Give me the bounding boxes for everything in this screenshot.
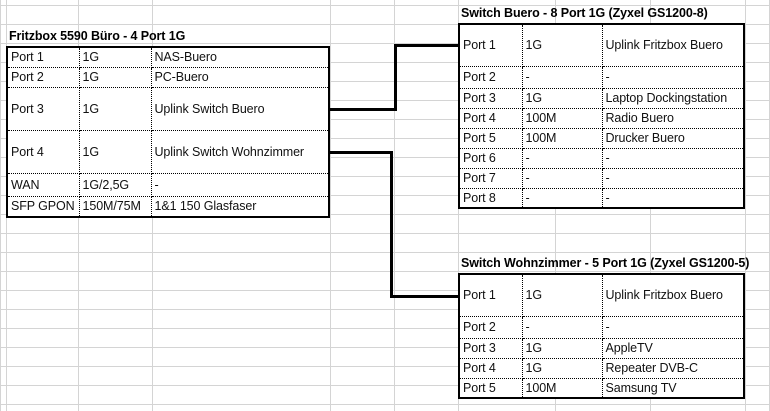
speed-cell: 1G	[79, 47, 152, 68]
block-switch-wohnzimmer-title: Switch Wohnzimmer - 5 Port 1G (Zyxel GS1…	[461, 256, 750, 270]
speed-cell: -	[522, 188, 603, 208]
port-cell: Port 7	[459, 168, 523, 189]
desc-cell: Uplink Fritzbox Buero	[602, 24, 744, 67]
table-row: WAN 1G/2,5G -	[7, 173, 329, 197]
desc-cell: -	[605, 190, 610, 205]
port-cell: Port 3	[459, 88, 523, 109]
speed-cell: -	[522, 316, 603, 339]
desc-cell: Radio Buero	[602, 108, 744, 129]
desc-cell: -	[602, 66, 744, 89]
port-cell: WAN	[7, 173, 80, 197]
port-cell: Port 2	[459, 316, 523, 339]
table-row: Port 2 - -	[459, 66, 744, 89]
block-switch-buero-title: Switch Buero - 8 Port 1G (Zyxel GS1200-8…	[461, 6, 708, 20]
speed-cell: 1G	[522, 24, 603, 67]
grid-row-line	[0, 404, 770, 405]
desc-cell: -	[602, 316, 744, 339]
table-row: Port 1 1G NAS-Buero	[7, 47, 329, 68]
speed-cell: 1G	[522, 88, 603, 109]
table-row: Port 5 100M Drucker Buero	[459, 128, 744, 149]
desc-cell: -	[151, 173, 329, 197]
speed-cell: -	[522, 148, 603, 169]
speed-cell: 1G/2,5G	[79, 173, 152, 197]
block-switch-wohnzimmer: Switch Wohnzimmer - 5 Port 1G (Zyxel GS1…	[458, 255, 750, 399]
port-cell: Port 4	[459, 358, 523, 379]
block-fritzbox-title: Fritzbox 5590 Büro - 4 Port 1G	[9, 29, 186, 43]
table-row: Port 1 1G Uplink Fritzbox Buero	[459, 24, 744, 67]
grid-row-line	[0, 252, 770, 253]
speed-cell: 1G	[79, 130, 152, 174]
block-switch-buero: Switch Buero - 8 Port 1G (Zyxel GS1200-8…	[458, 5, 745, 209]
grid-column-line	[394, 0, 395, 411]
connector-fritzbox-port4-h1	[327, 151, 393, 154]
port-cell: Port 4	[459, 108, 523, 129]
desc-cell: Uplink Fritzbox Buero	[602, 274, 744, 317]
port-cell: Port 1	[459, 274, 523, 317]
speed-cell: 1G	[79, 67, 152, 88]
port-cell: SFP GPON	[7, 196, 80, 217]
port-cell: Port 3	[7, 87, 80, 131]
grid-column-line	[0, 0, 1, 411]
table-row: Port 3 1G Laptop Dockingstation	[459, 88, 744, 109]
table-row: Port 3 1G AppleTV	[459, 338, 744, 359]
table-row: Port 8 - -	[459, 188, 744, 208]
speed-cell: -	[522, 168, 603, 189]
table-row: Port 6 - -	[459, 148, 744, 169]
table-row: Port 4 1G Uplink Switch Wohnzimmer	[7, 130, 329, 174]
desc-cell: Repeater DVB-C	[602, 358, 744, 379]
table-row: Port 1 1G Uplink Fritzbox Buero	[459, 274, 744, 317]
connector-fritzbox-port3-h2	[394, 44, 460, 47]
table-row: Port 5 100M Samsung TV	[459, 378, 744, 398]
connector-fritzbox-port3-v	[394, 44, 397, 111]
speed-cell: 1G	[522, 358, 603, 379]
table-row: SFP GPON 150M/75M 1&1 150 Glasfaser	[7, 196, 329, 217]
desc-cell: -	[602, 148, 744, 169]
grid-row-line	[0, 233, 770, 234]
table-row: Port 4 1G Repeater DVB-C	[459, 358, 744, 379]
speed-cell: 100M	[522, 128, 603, 149]
grid-column-line	[745, 0, 746, 411]
port-cell: Port 8	[459, 188, 523, 208]
speed-cell: 100M	[522, 108, 603, 129]
port-cell: Port 2	[459, 66, 523, 89]
table-row: Port 2 - -	[459, 316, 744, 339]
desc-cell: Uplink Switch Wohnzimmer	[151, 130, 329, 174]
desc-cell: NAS-Buero	[151, 47, 329, 68]
port-cell: Port 1	[7, 47, 80, 68]
desc-cell: 1&1 150 Glasfaser	[154, 199, 257, 214]
desc-cell: -	[602, 168, 744, 189]
speed-cell: -	[522, 66, 603, 89]
port-cell: Port 1	[459, 24, 523, 67]
table-row: Port 4 100M Radio Buero	[459, 108, 744, 129]
speed-cell: 1G	[522, 274, 603, 317]
block-fritzbox: Fritzbox 5590 Büro - 4 Port 1G Port 1 1G…	[6, 28, 330, 218]
block-switch-wohnzimmer-table: Port 1 1G Uplink Fritzbox Buero Port 2 -…	[458, 273, 745, 399]
connector-fritzbox-port4-v	[390, 151, 393, 298]
speed-cell: 150M/75M	[79, 196, 152, 217]
block-fritzbox-table: Port 1 1G NAS-Buero Port 2 1G PC-Buero P…	[6, 46, 330, 218]
port-cell: Port 4	[7, 130, 80, 174]
desc-cell: Laptop Dockingstation	[602, 88, 744, 109]
speed-cell: 100M	[522, 378, 603, 398]
table-row: Port 2 1G PC-Buero	[7, 67, 329, 88]
table-row: Port 7 - -	[459, 168, 744, 189]
desc-cell: Uplink Switch Buero	[151, 87, 329, 131]
speed-cell: 1G	[522, 338, 603, 359]
desc-cell: Samsung TV	[605, 380, 677, 395]
port-cell: Port 2	[7, 67, 80, 88]
desc-cell: Drucker Buero	[602, 128, 744, 149]
desc-cell: PC-Buero	[151, 67, 329, 88]
block-switch-buero-table: Port 1 1G Uplink Fritzbox Buero Port 2 -…	[458, 23, 745, 209]
connector-fritzbox-port4-h2	[390, 295, 460, 298]
connector-fritzbox-port3-h1	[327, 108, 397, 111]
speed-cell: 1G	[79, 87, 152, 131]
desc-cell: AppleTV	[602, 338, 744, 359]
port-cell: Port 5	[459, 128, 523, 149]
table-row: Port 3 1G Uplink Switch Buero	[7, 87, 329, 131]
grid-column-line	[330, 0, 331, 411]
port-cell: Port 5	[459, 378, 523, 398]
port-cell: Port 3	[459, 338, 523, 359]
port-cell: Port 6	[459, 148, 523, 169]
